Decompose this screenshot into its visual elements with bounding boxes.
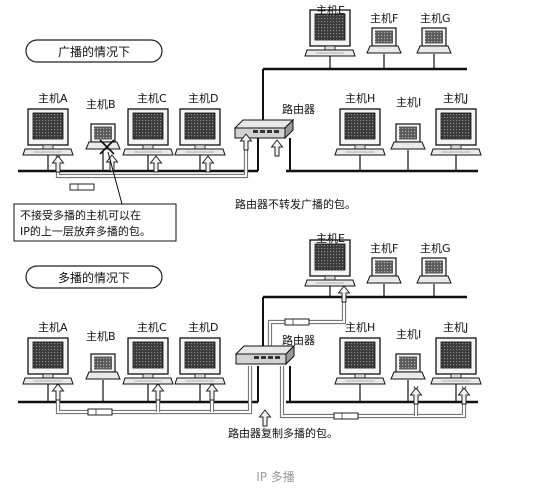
host-label: 主机J (443, 320, 468, 334)
host-label: 主机C (137, 320, 167, 334)
multicast-panel: 多播的情况下 (18, 231, 482, 440)
host-g-laptop-icon (416, 27, 452, 54)
broadcast-title-box (25, 39, 163, 63)
host-f-laptop-icon (366, 257, 402, 284)
host-i-laptop-icon (390, 353, 426, 380)
router-pointer-icon (271, 139, 283, 157)
host-b-laptop-icon (85, 123, 121, 150)
host-label: 主机F (370, 11, 398, 25)
router-pointer-icon (259, 409, 271, 427)
host-c-computer-icon (122, 337, 174, 385)
host-label: 主机F (370, 241, 398, 255)
host-note-line2: IP的上一层放弃多播的包。 (20, 224, 151, 238)
host-a-computer-icon (22, 337, 74, 385)
host-label: 主机D (188, 320, 218, 334)
host-label: 主机I (396, 327, 421, 341)
host-label: 主机G (420, 11, 451, 25)
host-label: 主机I (396, 95, 421, 109)
host-label: 主机G (420, 241, 451, 255)
host-j-computer-icon (430, 108, 482, 156)
arrow-up-icon (150, 155, 162, 173)
packet-icon (69, 183, 95, 191)
callout-leader (107, 151, 123, 205)
host-label: 主机H (345, 91, 375, 105)
arrow-up-icon (152, 383, 164, 401)
host-e-computer-icon (304, 239, 356, 287)
host-h-computer-icon (334, 108, 386, 156)
host-label: 主机C (137, 91, 167, 105)
broadcast-title: 广播的情况下 (58, 44, 130, 59)
host-label: 主机B (86, 329, 116, 343)
host-label: 主机H (345, 320, 375, 334)
host-note-box (13, 203, 177, 242)
host-b-laptop-icon (85, 353, 121, 380)
host-h-computer-icon (334, 337, 386, 385)
host-label: 主机J (443, 91, 468, 105)
host-label: 主机B (86, 97, 116, 111)
multicast-router-note: 路由器复制多播的包。 (228, 426, 338, 440)
host-label: 主机A (38, 320, 68, 334)
host-label: 主机D (188, 91, 218, 105)
multicast-router-label: 路由器 (282, 333, 315, 347)
host-label: 主机E (316, 231, 345, 245)
host-f-laptop-icon (366, 27, 402, 54)
host-a-computer-icon (22, 108, 74, 156)
host-d-computer-icon (174, 337, 226, 385)
reject-x-icon (99, 139, 115, 155)
packet-icon (87, 408, 113, 416)
arrow-up-icon (52, 383, 64, 401)
broadcast-panel: 广播的情况下 (13, 3, 482, 242)
figure-caption: IP 多播 (256, 470, 295, 484)
host-note-line1: 不接受多播的主机可以在 (20, 208, 141, 222)
host-label: 主机E (316, 3, 345, 17)
host-i-laptop-icon (390, 123, 426, 150)
packet-icon (333, 412, 359, 420)
host-j-computer-icon (430, 337, 482, 385)
host-d-computer-icon (174, 108, 226, 156)
packet-icon (284, 318, 310, 326)
arrow-up-icon (206, 383, 218, 401)
multicast-title-box (25, 265, 163, 289)
arrow-up-icon (202, 155, 214, 173)
host-label: 主机A (38, 91, 68, 105)
host-c-computer-icon (122, 108, 174, 156)
host-drops (47, 284, 457, 402)
multicast-title: 多播的情况下 (58, 270, 130, 285)
broadcast-router-icon (234, 119, 294, 139)
multicast-router-icon (235, 345, 295, 365)
broadcast-router-note: 路由器不转发广播的包。 (235, 197, 356, 211)
host-drops (47, 54, 457, 171)
arrow-up-icon (338, 285, 350, 303)
broadcast-router-label: 路由器 (282, 102, 315, 116)
arrow-up-icon (52, 155, 64, 173)
host-g-laptop-icon (416, 257, 452, 284)
